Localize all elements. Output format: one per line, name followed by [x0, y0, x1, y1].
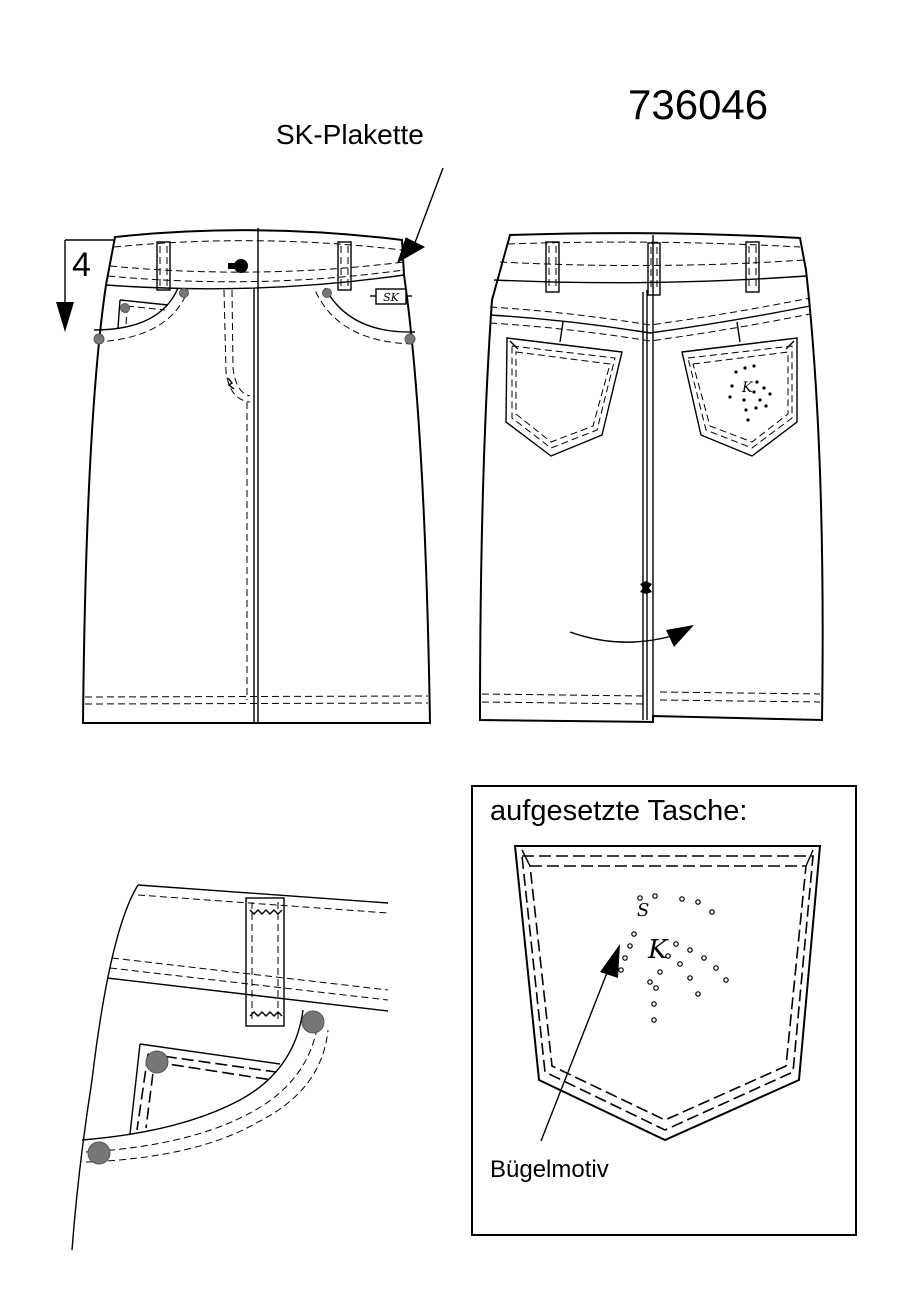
- front-pocket-detail: [71, 884, 389, 1251]
- sk-plaque: SK: [370, 288, 412, 305]
- svg-text:K: K: [647, 935, 669, 965]
- svg-text:S: S: [637, 900, 649, 921]
- svg-text:K: K: [741, 380, 754, 396]
- back-view: K: [478, 232, 824, 724]
- svg-text:SK: SK: [383, 291, 400, 304]
- front-button: [234, 259, 248, 273]
- motif-label: Bügelmotiv: [490, 1156, 609, 1183]
- patch-pocket-box: S K: [471, 785, 857, 1236]
- front-view: SK: [56, 167, 444, 724]
- pocket-motif: S K: [618, 893, 729, 1023]
- style-number: 736046: [628, 81, 769, 128]
- front-belt-loop-right: [337, 241, 352, 291]
- front-belt-loop-left: [156, 241, 171, 291]
- pocket-detail-title: aufgesetzte Tasche:: [490, 795, 748, 827]
- measurement-label: 4: [72, 246, 91, 284]
- back-pocket-motif: K: [728, 364, 772, 422]
- sk-plakette-label: SK-Plakette: [276, 119, 424, 150]
